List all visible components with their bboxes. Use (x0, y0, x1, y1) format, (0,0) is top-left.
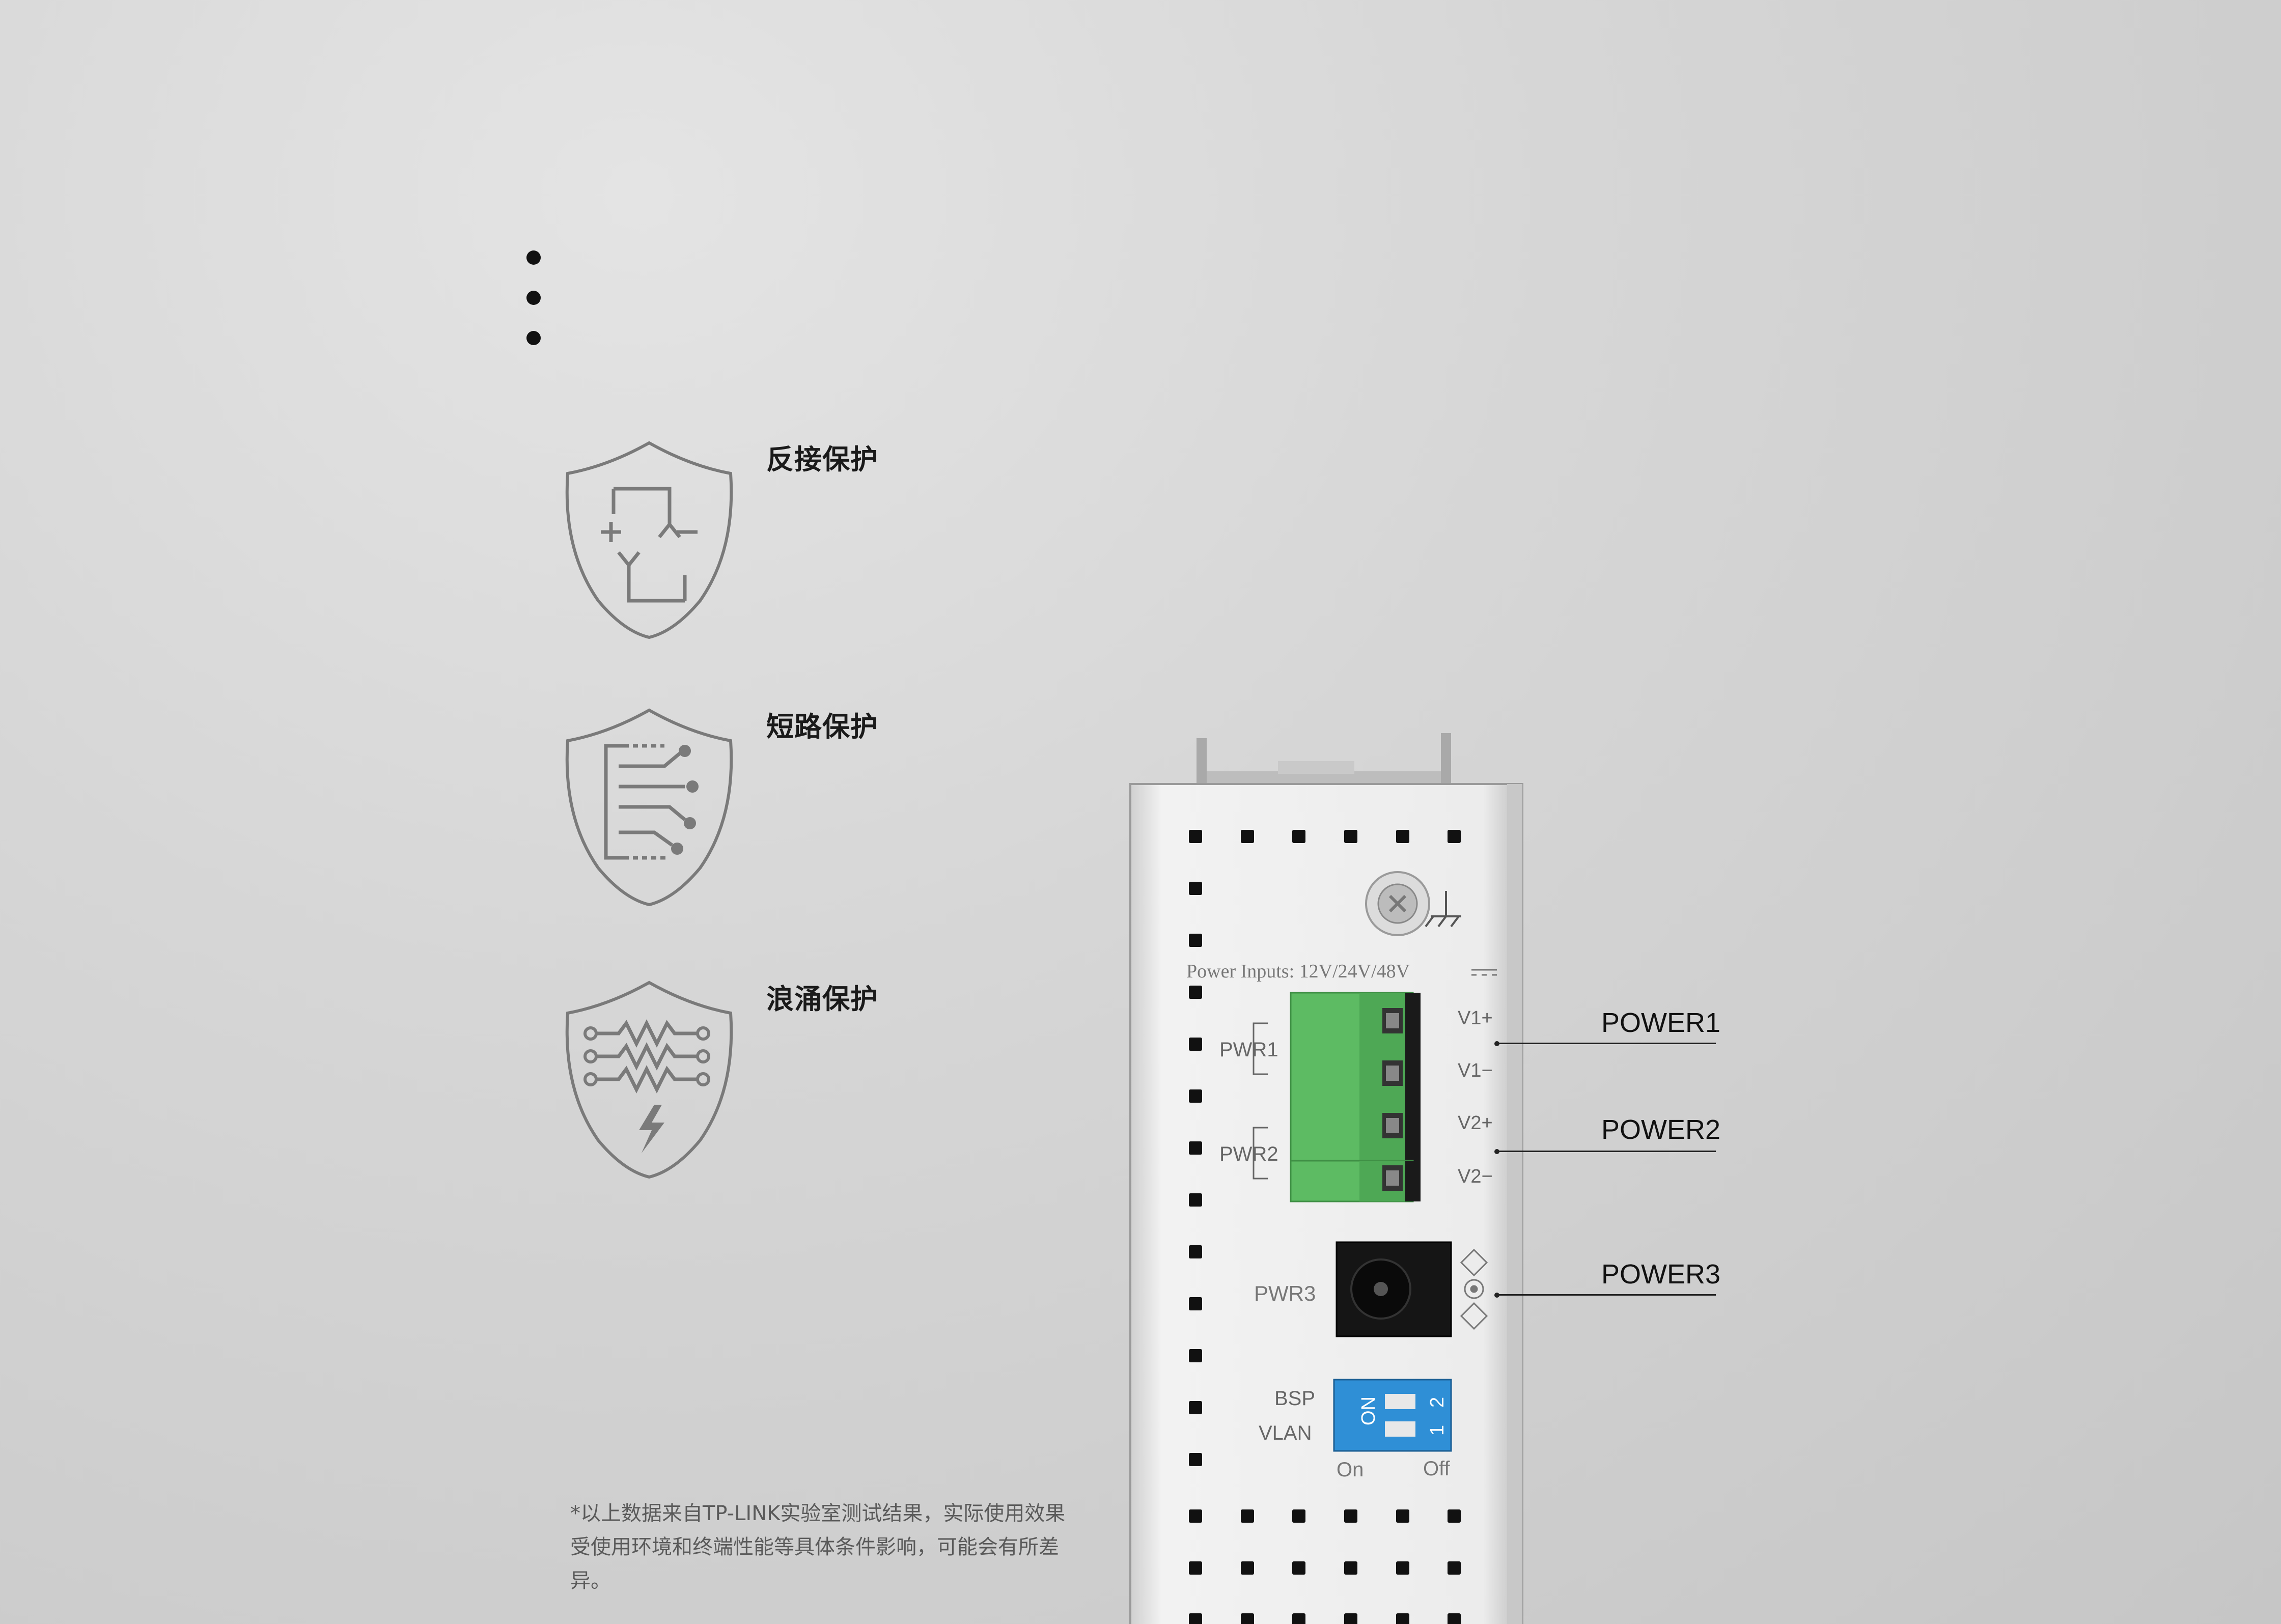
vent-hole (1448, 1561, 1461, 1575)
vent-hole (1344, 830, 1357, 843)
vent-hole (1448, 830, 1461, 843)
feature-title-reverse-polarity: 反接保护 (766, 443, 878, 475)
vent-hole (1241, 1613, 1254, 1624)
vent-hole (1344, 1613, 1357, 1624)
feature-title-short-circuit: 短路保护 (766, 711, 878, 743)
vent-hole (1344, 1561, 1357, 1575)
vent-hole (1189, 1193, 1202, 1207)
dip-on-label: ON (1358, 1396, 1379, 1425)
short-circuit-shield-icon (565, 708, 733, 907)
footnote: *以上数据来自TP-LINK实验室测试结果，实际使用效果受使用环境和终端性能等具… (570, 1502, 1066, 1592)
vent-hole (1189, 1297, 1202, 1310)
vent-hole (1189, 1613, 1202, 1624)
surge-shield-icon (565, 981, 733, 1179)
din-rail-clip (1197, 733, 1451, 784)
vent-hole (1396, 1613, 1409, 1624)
pwr1-label: PWR1 (1219, 1039, 1278, 1061)
vent-hole (1189, 1453, 1202, 1466)
vent-hole (1189, 1349, 1202, 1362)
callout-line-power1 (1497, 1043, 1716, 1044)
pwr3-label: PWR3 (1254, 1281, 1316, 1305)
bsp-label: BSP (1274, 1387, 1315, 1410)
callout-power2: POWER2 (1601, 1114, 1721, 1145)
callout-line-power2 (1497, 1151, 1716, 1152)
feature-title-surge: 浪涌保护 (766, 983, 878, 1015)
dip-switch[interactable] (1333, 1379, 1452, 1452)
callout-line-power3 (1497, 1294, 1716, 1296)
vent-hole (1241, 830, 1254, 843)
vent-hole (1396, 1561, 1409, 1575)
bullet-dot-2 (526, 291, 541, 305)
vent-hole (1189, 1561, 1202, 1575)
vlan-label: VLAN (1259, 1422, 1312, 1444)
vent-hole (1189, 934, 1202, 947)
polarity-symbol-icon (1460, 1248, 1488, 1330)
vent-hole (1189, 1509, 1202, 1523)
pwr2-label: PWR2 (1219, 1143, 1278, 1165)
vent-holes (1189, 830, 1461, 1624)
ground-screw (1365, 871, 1430, 936)
v2-plus-label: V2+ (1458, 1112, 1493, 1134)
on-label: On (1337, 1459, 1364, 1481)
vent-hole (1189, 830, 1202, 843)
terminal-block (1290, 992, 1421, 1162)
vent-hole (1292, 1561, 1305, 1575)
switch-device: Power Inputs: 12V/24V/48V PWR1 PWR2 V1+ … (1129, 733, 1523, 1624)
vent-hole (1189, 882, 1202, 895)
vent-hole (1344, 1509, 1357, 1523)
vent-hole (1292, 1613, 1305, 1624)
callout-power3: POWER3 (1601, 1259, 1721, 1290)
power-inputs-label: Power Inputs: 12V/24V/48V (1186, 961, 1410, 982)
vent-hole (1448, 1613, 1461, 1624)
v2-minus-label: V2− (1458, 1166, 1493, 1187)
vent-hole (1189, 1401, 1202, 1414)
bullet-dot-1 (526, 250, 541, 265)
dip-2-label: 2 (1427, 1397, 1448, 1408)
ground-symbol-icon (1425, 891, 1461, 928)
vent-hole (1189, 1141, 1202, 1155)
vent-hole (1189, 986, 1202, 999)
callout-power1: POWER1 (1601, 1007, 1721, 1038)
vent-hole (1241, 1561, 1254, 1575)
vent-hole (1396, 830, 1409, 843)
vent-hole (1292, 1509, 1305, 1523)
dip-1-label: 1 (1427, 1425, 1448, 1436)
vent-hole (1189, 1089, 1202, 1103)
bullet-dot-3 (526, 331, 541, 345)
vent-hole (1448, 1509, 1461, 1523)
off-label: Off (1423, 1458, 1451, 1480)
v1-minus-label: V1− (1458, 1060, 1493, 1081)
vent-hole (1241, 1509, 1254, 1523)
vent-hole (1292, 830, 1305, 843)
vent-hole (1396, 1509, 1409, 1523)
reverse-polarity-shield-icon (565, 441, 733, 639)
vent-hole (1189, 1245, 1202, 1258)
vent-hole (1189, 1038, 1202, 1051)
v1-plus-label: V1+ (1458, 1007, 1493, 1029)
dc-power-jack (1336, 1241, 1452, 1337)
